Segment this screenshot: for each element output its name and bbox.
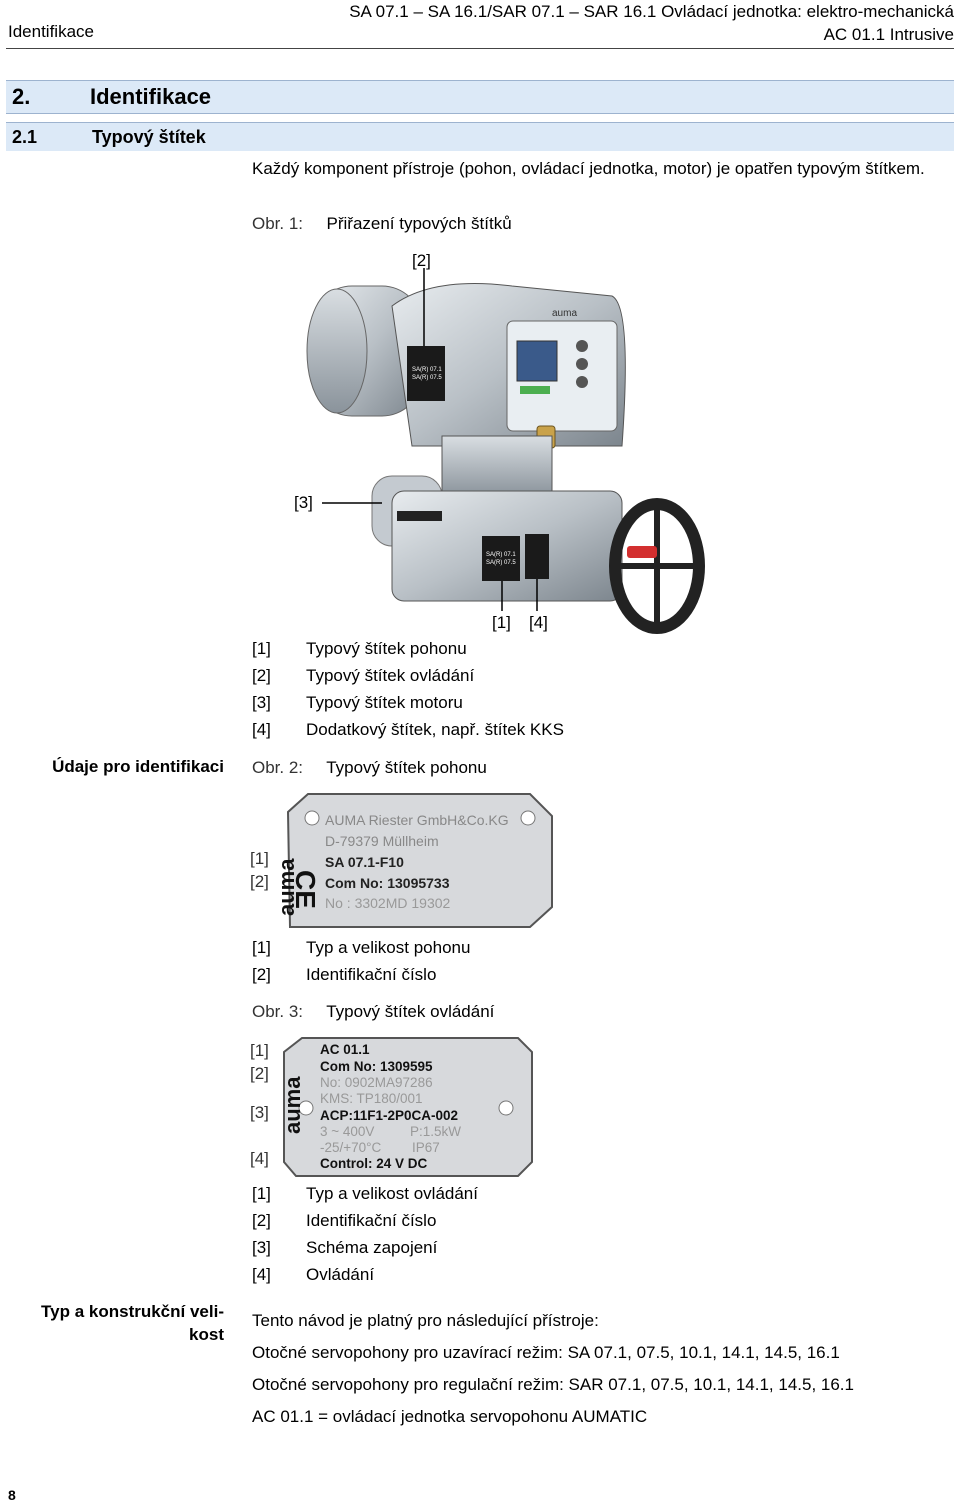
figure3-marker-2: [2] <box>250 1064 269 1083</box>
side-label-type-size: Typ a konstrukční veli- kost <box>41 1300 224 1346</box>
figure3-marker-3: [3] <box>250 1103 269 1122</box>
figure3-caption: Obr. 3: Typový štítek ovládání <box>252 1001 494 1023</box>
plate-address: D-79379 Müllheim <box>325 833 439 849</box>
figure1-legend-item: [4] Dodatkový štítek, např. štítek KKS <box>252 719 564 746</box>
legend-text: Typový štítek motoru <box>306 693 463 712</box>
chapter-number: 2. <box>12 84 31 109</box>
side-label-type-size-line2: kost <box>189 1325 224 1344</box>
legend-text: Schéma zapojení <box>306 1238 438 1257</box>
legend-key: [1] <box>252 1184 271 1203</box>
header-title: SA 07.1 – SA 16.1/SAR 07.1 – SAR 16.1 Ov… <box>349 0 954 46</box>
header-divider <box>6 48 954 49</box>
page-number: 8 <box>8 1487 16 1503</box>
figure2-marker-2: [2] <box>250 872 269 891</box>
validity-line-modulating: Otočné servopohony pro regulační režim: … <box>252 1375 854 1394</box>
plate3-acp: ACP:11F1-2P0CA-002 <box>320 1108 458 1123</box>
legend-key: [4] <box>252 720 271 739</box>
chapter-title: Identifikace <box>90 84 212 109</box>
figure1-caption: Obr. 1: Přiřazení typových štítků <box>252 213 512 235</box>
plate3-type: AC 01.1 <box>320 1042 370 1057</box>
figure1-callout-2: [2] <box>412 251 431 270</box>
section-number: 2.1 <box>12 127 38 147</box>
validity-line-ac: AC 01.1 = ovládací jednotka servopohonu … <box>252 1407 648 1426</box>
figure2-caption-number: Obr. 2: <box>252 758 304 777</box>
plate-type: SA 07.1-F10 <box>325 854 404 870</box>
legend-key: [1] <box>252 639 271 658</box>
legend-text: Typ a velikost ovládání <box>306 1184 478 1203</box>
figure3-legend-item: [1] Typ a velikost ovládání <box>252 1183 478 1210</box>
section-heading-band <box>6 122 954 151</box>
figure2-legend-item: [1] Typ a velikost pohonu <box>252 937 470 964</box>
header-section-label: Identifikace <box>8 22 94 41</box>
actuator-nameplate: AUMA Riester GmbH&Co.KG D-79379 Müllheim… <box>250 793 553 928</box>
chapter-heading-band <box>6 80 954 114</box>
legend-text: Typ a velikost pohonu <box>306 938 471 957</box>
plate3-kms: KMS: TP180/001 <box>320 1091 423 1106</box>
figure1-caption-text: Přiřazení typových štítků <box>326 214 512 233</box>
figure1-legend-item: [3] Typový štítek motoru <box>252 692 564 719</box>
actuator-image: auma SA(R) 07.1 SA(R) 07.5 SA(R) 07.1 SA… <box>294 251 705 634</box>
figure3-legend-item: [4] Ovládání <box>252 1264 478 1291</box>
control-nameplate: AC 01.1 Com No: 1309595 No: 0902MA97286 … <box>250 1037 533 1177</box>
legend-text: Identifikační číslo <box>306 1211 437 1230</box>
figure3-caption-number: Obr. 3: <box>252 1002 304 1021</box>
figure2-caption-text: Typový štítek pohonu <box>326 758 487 777</box>
plate3-com-no: Com No: 1309595 <box>320 1059 433 1074</box>
side-label-identification: Údaje pro identifikaci <box>52 757 224 776</box>
figure1-callout-3: [3] <box>294 493 313 512</box>
plate3-voltage: 3 ~ 400V <box>320 1124 374 1139</box>
figure1-legend-item: [1] Typový štítek pohonu <box>252 638 564 665</box>
auma-logo: auma <box>280 1076 305 1134</box>
intro-paragraph: Každý komponent přístroje (pohon, ovláda… <box>252 159 925 178</box>
side-label-type-size-line1: Typ a konstrukční veli- <box>41 1302 224 1321</box>
plate3-power: P:1.5kW <box>410 1124 461 1139</box>
figure1-brand-top: auma <box>552 308 577 319</box>
plate-manufacturer: AUMA Riester GmbH&Co.KG <box>325 812 509 828</box>
figure1-legend-item: [2] Typový štítek ovládání <box>252 665 564 692</box>
ce-mark: CE <box>290 870 321 909</box>
header-title-line2: AC 01.1 Intrusive <box>823 25 954 44</box>
legend-key: [3] <box>252 693 271 712</box>
auma-logo: auma <box>274 858 299 916</box>
figure1-caption-number: Obr. 1: <box>252 214 304 233</box>
figure3-caption-text: Typový štítek ovládání <box>326 1002 495 1021</box>
legend-key: [2] <box>252 1211 271 1230</box>
figure1-callout-4: [4] <box>529 613 548 632</box>
legend-key: [2] <box>252 965 271 984</box>
figure3-legend: [1] Typ a velikost ovládání [2] Identifika… <box>252 1183 478 1291</box>
legend-key: [1] <box>252 938 271 957</box>
plate-serial: No : 3302MD 19302 <box>325 895 451 911</box>
figure3-marker-4: [4] <box>250 1149 269 1168</box>
plate3-serial: No: 0902MA97286 <box>320 1075 433 1090</box>
figure1-plate1-line2: SA(R) 07.5 <box>486 560 516 566</box>
figure1-legend: [1] Typový štítek pohonu [2] Typový štítek… <box>252 638 564 746</box>
plate3-ip: IP67 <box>412 1140 440 1155</box>
plate-com-no: Com No: 13095733 <box>325 875 450 891</box>
figure3-marker-1: [1] <box>250 1041 269 1060</box>
legend-key: [4] <box>252 1265 271 1284</box>
legend-text: Ovládání <box>306 1265 375 1284</box>
figure2-legend-item: [2] Identifikační číslo <box>252 964 470 991</box>
section-title: Typový štítek <box>92 127 206 147</box>
figure3-legend-item: [2] Identifikační číslo <box>252 1210 478 1237</box>
legend-text: Typový štítek pohonu <box>306 639 467 658</box>
legend-text: Typový štítek ovládání <box>306 666 475 685</box>
figure2-marker-1: [1] <box>250 849 269 868</box>
legend-key: [2] <box>252 666 271 685</box>
plate3-temperature: -25/+70°C <box>320 1140 382 1155</box>
legend-text: Dodatkový štítek, např. štítek KKS <box>306 720 564 739</box>
figure2-legend: [1] Typ a velikost pohonu [2] Identifikačn… <box>252 937 470 991</box>
legend-text: Identifikační číslo <box>306 965 437 984</box>
header-title-line1: SA 07.1 – SA 16.1/SAR 07.1 – SAR 16.1 Ov… <box>349 2 954 21</box>
figure1-callout-1: [1] <box>492 613 511 632</box>
validity-intro: Tento návod je platný pro následující př… <box>252 1311 599 1330</box>
plate3-control: Control: 24 V DC <box>320 1156 428 1171</box>
legend-key: [3] <box>252 1238 271 1257</box>
figure1-plate1-line1: SA(R) 07.1 <box>486 552 516 558</box>
figure1-plate2-line2: SA(R) 07.5 <box>412 375 442 381</box>
validity-line-open-close: Otočné servopohony pro uzavírací režim: … <box>252 1343 840 1362</box>
figure2-caption: Obr. 2: Typový štítek pohonu <box>252 757 487 779</box>
figure3-legend-item: [3] Schéma zapojení <box>252 1237 478 1264</box>
figure1-plate2-line1: SA(R) 07.1 <box>412 367 442 373</box>
